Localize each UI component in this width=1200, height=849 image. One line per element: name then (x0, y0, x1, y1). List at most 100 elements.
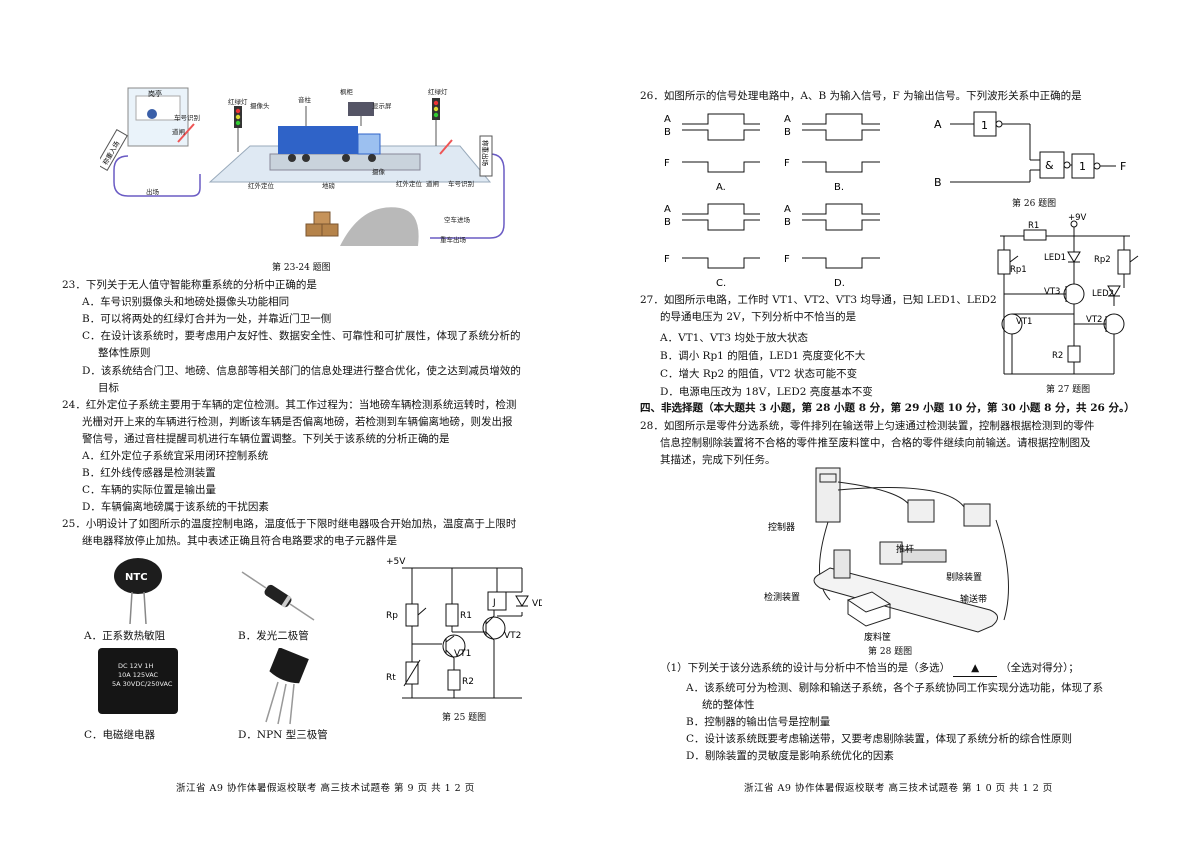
q25-option-b: B．发光二极管 (238, 630, 309, 642)
svg-text:红绿灯: 红绿灯 (228, 97, 248, 106)
q24-stem-1: 24．红外定位子系统主要用于车辆的定位检测。其工作过程为：当地磅车辆检测系统运转… (62, 399, 517, 411)
caption-26: 第 26 题图 (1012, 199, 1057, 209)
svg-text:地磅: 地磅 (322, 181, 336, 190)
truck-icon (278, 126, 358, 154)
q24-option-b: B．红外线传感器是检测装置 (82, 467, 216, 479)
q27-option-c: C．增大 Rp2 的阻值，VT2 状态可能不变 (660, 368, 858, 380)
caption-23-24: 第 23-24 题图 (272, 263, 331, 273)
svg-text:B: B (664, 127, 671, 138)
circuit-25: +5V Rp R1 Rt R2 VT1 VT2 J VD (386, 557, 542, 699)
q27-stem-1: 27．如图所示电路，工作时 VT1、VT2、VT3 均导通，已知 LED1、LE… (640, 294, 997, 306)
caption-25: 第 25 题图 (442, 713, 487, 723)
svg-text:5A 30VDC/250VAC: 5A 30VDC/250VAC (112, 680, 173, 688)
ntc-thermistor-icon: NTC (114, 558, 162, 625)
footer-left: 浙江省 A9 协作体暑假返校联考 高三技术试题卷 第 9 页 共 1 2 页 (176, 783, 475, 794)
svg-text:1: 1 (981, 119, 988, 132)
wave-option-b: B. (834, 182, 844, 193)
svg-text:推杆: 推杆 (896, 543, 914, 555)
q28-option-a-cont: 统的整体性 (702, 699, 755, 711)
q24-stem-2: 光栅对开上来的车辆进行检测，判断该车辆是否偏离地磅，若检测到车辆偏离地磅，则发出… (82, 416, 513, 428)
q28-option-a: A．该系统可分为检测、剔除和输送子系统，各个子系统协同工作实现分选功能，体现了系 (686, 682, 1104, 694)
svg-text:出场: 出场 (146, 187, 160, 196)
svg-text:R1: R1 (460, 611, 472, 621)
svg-text:VT2: VT2 (504, 631, 521, 641)
q24-stem-3: 警信号，通过音柱提醒司机进行车辆位置调整。下列关于该系统的分析正确的是 (82, 433, 450, 445)
caption-28: 第 28 题图 (868, 647, 913, 657)
svg-text:红外定位: 红外定位 (396, 179, 423, 188)
npn-transistor-icon (265, 648, 309, 725)
svg-text:R1: R1 (1028, 221, 1039, 231)
q28-option-b: B．控制器的输出信号是控制量 (686, 716, 831, 728)
q28-stem-3: 其描述，完成下列任务。 (660, 454, 776, 466)
q27-option-a: A．VT1、VT3 均处于放大状态 (660, 332, 808, 344)
figure-28: 控制器 推杆 剔除装置 检测装置 输送带 废料筐 (764, 467, 1009, 643)
svg-text:Rp2: Rp2 (1094, 255, 1111, 265)
svg-text:显示屏: 显示屏 (372, 102, 392, 110)
q25-option-d: D．NPN 型三极管 (238, 729, 328, 741)
q25-option-a: A．正系数热敏阻 (84, 630, 166, 642)
svg-text:剔除装置: 剔除装置 (946, 571, 982, 583)
q27-option-b: B．调小 Rp1 的阻值，LED1 亮度变化不大 (660, 350, 866, 362)
svg-text:F: F (1120, 160, 1126, 173)
svg-text:摄像头: 摄像头 (250, 101, 270, 110)
q23-option-d-cont: 目标 (98, 382, 119, 394)
svg-text:VT3: VT3 (1044, 287, 1060, 297)
svg-text:F: F (784, 254, 790, 265)
svg-text:R2: R2 (1052, 351, 1063, 361)
svg-text:A: A (664, 204, 671, 215)
svg-text:B: B (784, 127, 791, 138)
relay-icon: DC 12V 1H 10A 125VAC 5A 30VDC/250VAC (98, 648, 178, 714)
q27-stem-2: 的导通电压为 2V，下列分析中不恰当的是 (660, 311, 857, 323)
svg-text:&: & (1045, 159, 1054, 172)
svg-text:废料筐: 废料筐 (864, 631, 891, 643)
svg-text:10A 125VAC: 10A 125VAC (118, 671, 159, 679)
svg-text:+5V: +5V (386, 557, 406, 567)
svg-text:Rt: Rt (386, 673, 396, 683)
svg-text:摄像: 摄像 (372, 167, 386, 176)
svg-text:红外定位: 红外定位 (248, 181, 275, 190)
figure-23-24: 岗亭 称重入场 称重出场 车号识别 道闸 红绿灯 摄像头 音柱 枫柜 显示屏 红… (100, 87, 505, 246)
svg-text:枫柜: 枫柜 (340, 87, 354, 96)
svg-text:1: 1 (1079, 160, 1086, 173)
svg-text:Rp: Rp (386, 611, 398, 621)
svg-text:车号识别: 车号识别 (174, 113, 200, 122)
q27-option-d: D．电源电压改为 18V，LED2 亮度基本不变 (660, 386, 873, 398)
svg-text:空车进场: 空车进场 (444, 215, 471, 224)
q25-stem-2: 继电器释放停止加热。其中表述正确且符合电路要求的电子元器件是 (82, 535, 397, 547)
svg-text:VT1: VT1 (454, 649, 471, 659)
circuit-27: +9V R1 Rp1 LED1 Rp2 LED2 VT3 VT1 VT2 R2 (997, 213, 1139, 375)
svg-text:F: F (784, 158, 790, 169)
svg-text:B: B (784, 217, 791, 228)
svg-text:VT1: VT1 (1016, 317, 1032, 327)
sign-weighing-out: 称重出场 (481, 140, 490, 167)
caption-27: 第 27 题图 (1046, 385, 1091, 395)
svg-text:Rp1: Rp1 (1010, 265, 1027, 275)
svg-text:道闸: 道闸 (426, 179, 439, 188)
gate-in-icon (177, 123, 195, 143)
q23-stem: 23．下列关于无人值守智能称重系统的分析中正确的是 (62, 279, 317, 291)
q28-stem-2: 信息控制剔除装置将不合格的零件推至废料筐中，合格的零件继续向前输送。请根据控制图… (660, 437, 1091, 449)
svg-text:A: A (784, 114, 791, 125)
svg-text:VD: VD (532, 599, 542, 609)
q26-waveforms: A B F A. A B F B. A B F C. A B F D. (664, 113, 880, 289)
svg-text:B: B (664, 217, 671, 228)
answer-blank[interactable]: ▲ (953, 660, 998, 677)
ntc-label: NTC (125, 572, 148, 583)
svg-text:F: F (664, 254, 670, 265)
q26-stem: 26．如图所示的信号处理电路中，A、B 为输入信号，F 为输出信号。下列波形关系… (640, 90, 1082, 102)
svg-text:道闸: 道闸 (172, 127, 185, 136)
svg-text:红绿灯: 红绿灯 (428, 87, 448, 96)
q28-stem-1: 28．如图所示是零件分选系统，零件排列在输送带上匀速通过检测装置，控制器根据检测… (640, 420, 1095, 432)
q23-option-c-cont: 整体性原则 (98, 347, 151, 359)
q28-option-d: D．剔除装置的灵敏度是影响系统优化的因素 (686, 750, 894, 762)
rock-pile-icon (340, 207, 419, 246)
q23-option-a: A．车号识别摄像头和地磅处摄像头功能相同 (82, 296, 290, 308)
q26-logic-circuit: A B 1 & 1 F (934, 111, 1126, 189)
q24-option-a: A．红外定位子系统宜采用闭环控制系统 (82, 450, 269, 462)
svg-text:R2: R2 (462, 677, 474, 687)
svg-text:A: A (784, 204, 791, 215)
svg-text:LED2: LED2 (1092, 289, 1114, 299)
svg-text:重车出场: 重车出场 (440, 235, 467, 244)
svg-text:A: A (934, 118, 942, 131)
q23-option-d: D．该系统结合门卫、地磅、信息部等相关部门的信息处理进行整合优化，使之达到减员增… (82, 365, 521, 377)
